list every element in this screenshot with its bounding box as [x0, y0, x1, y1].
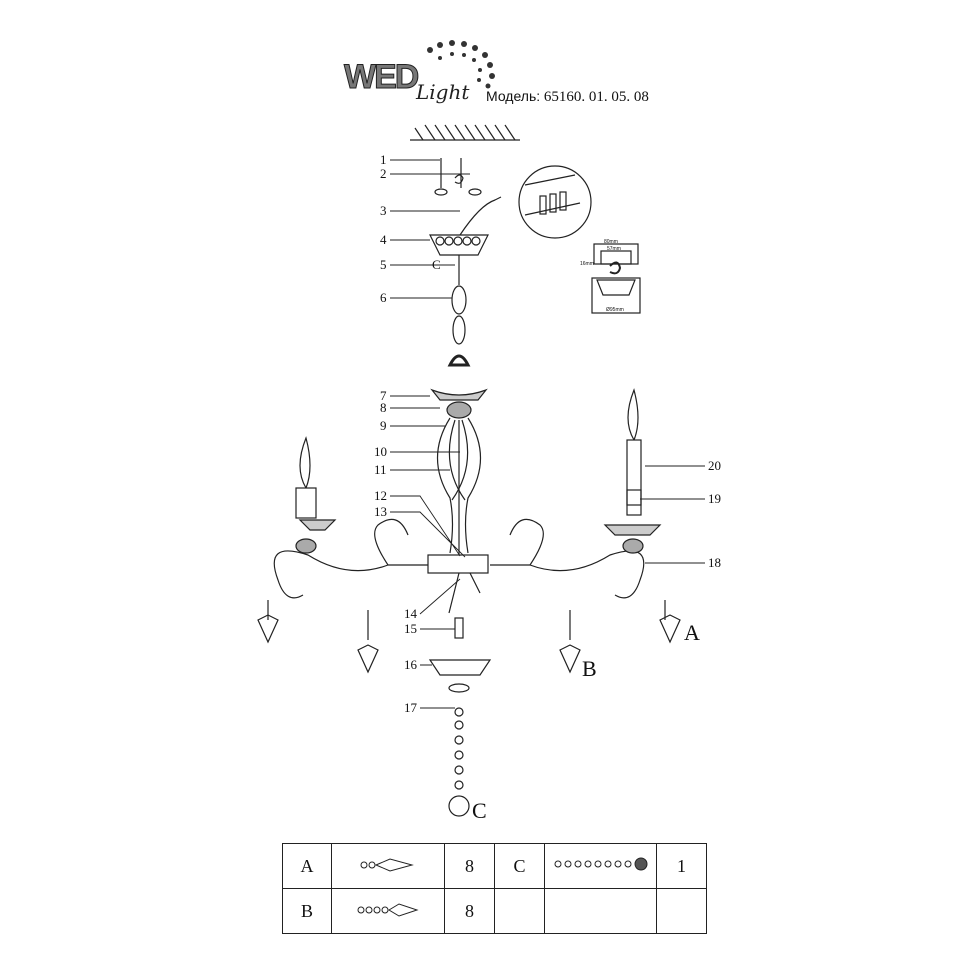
- callout-19: 19: [708, 491, 721, 506]
- qty-cell: [656, 888, 707, 934]
- callout-2: 2: [380, 166, 387, 181]
- brand-logo: WED: [343, 58, 419, 97]
- qty-cell: 8: [444, 843, 495, 889]
- pendant-b-icon: [331, 888, 445, 934]
- dim-top: 80mm: [604, 239, 618, 245]
- callout-18: 18: [708, 555, 721, 570]
- hook-label-c: C: [432, 257, 441, 272]
- pendant-label-b: B: [582, 656, 597, 681]
- parts-table: A 8 C 1 B 8: [282, 843, 707, 934]
- callout-10: 10: [374, 444, 387, 459]
- callout-3: 3: [380, 203, 387, 218]
- callout-8: 8: [380, 400, 387, 415]
- callout-9: 9: [380, 418, 387, 433]
- callout-13: 13: [374, 504, 387, 519]
- ceiling-hatch: [410, 124, 520, 141]
- model-number: 65160. 01. 05. 08: [543, 89, 649, 105]
- pendant-a-icon: [331, 843, 445, 889]
- callout-20: 20: [708, 458, 721, 473]
- callout-16: 16: [404, 657, 417, 672]
- callout-14: 14: [404, 606, 417, 621]
- pendant-label-a: A: [684, 620, 700, 645]
- callout-4: 4: [380, 232, 387, 247]
- pendant-label-c: C: [472, 798, 487, 823]
- table-row: A 8 C 1: [282, 843, 707, 889]
- callout-11: 11: [374, 462, 387, 477]
- code-cell: A: [282, 843, 332, 889]
- callout-7: 7: [380, 388, 387, 403]
- table-row: B 8: [282, 888, 707, 934]
- model-label: Модель:: [486, 88, 541, 104]
- callout-5: 5: [380, 257, 387, 272]
- code-cell: C: [494, 843, 545, 889]
- callout-15: 15: [404, 621, 417, 636]
- code-cell: [494, 888, 545, 934]
- qty-cell: 1: [656, 843, 707, 889]
- qty-cell: 8: [444, 888, 495, 934]
- chain-c: [448, 707, 470, 817]
- dim-side: 16mm: [580, 261, 594, 267]
- code-cell: B: [282, 888, 332, 934]
- model-info: Модель: 65160. 01. 05. 08: [486, 88, 649, 106]
- callout-leaders: [390, 159, 705, 709]
- pendant-c-icon: [544, 843, 657, 889]
- logo-swirl-icon: [427, 40, 495, 89]
- callout-17: 17: [404, 700, 417, 715]
- dim-diameter: Ø95mm: [606, 307, 624, 313]
- callout-6: 6: [380, 290, 387, 305]
- callout-1: 1: [380, 152, 387, 167]
- empty-cell: [544, 888, 657, 934]
- dim-inner: 57mm: [607, 246, 621, 252]
- callout-12: 12: [374, 488, 387, 503]
- brand-logo-sub: Light: [416, 80, 470, 104]
